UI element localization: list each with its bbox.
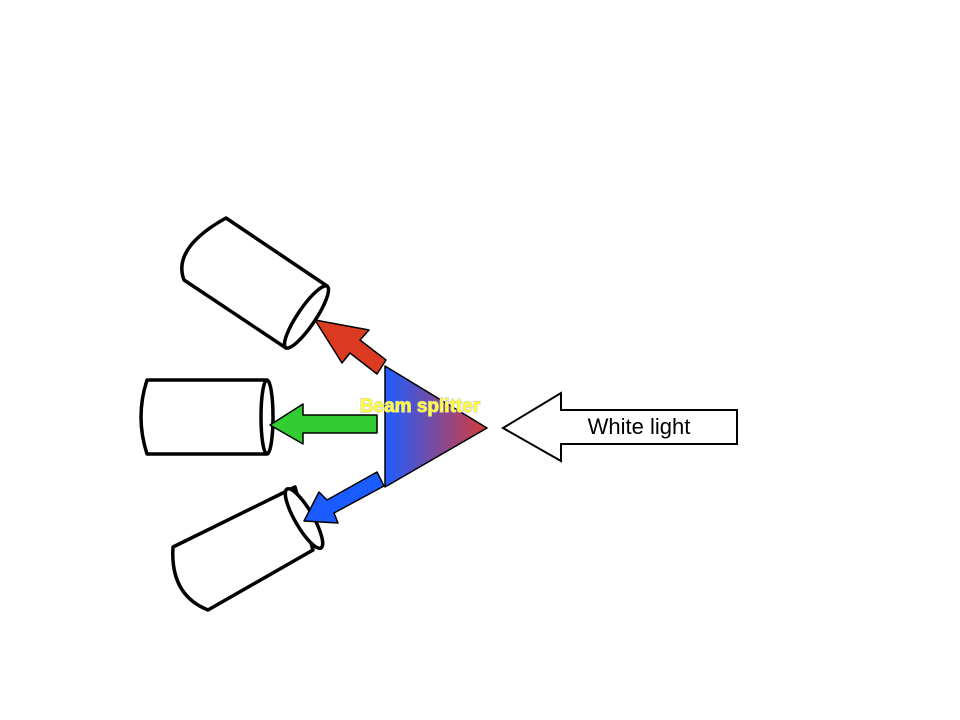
beam-splitter-label: Beam splitter	[360, 396, 481, 417]
camera-bottom-icon	[171, 485, 325, 612]
blue-beam-arrow	[303, 471, 385, 524]
red-beam-arrow	[314, 319, 387, 375]
white-light-arrow-icon	[501, 391, 738, 463]
camera-middle-icon	[139, 378, 275, 456]
green-beam-arrow	[269, 403, 378, 445]
beam-splitter-prism	[384, 365, 488, 488]
white-light-label: White light	[588, 414, 691, 439]
camera-top-icon	[180, 216, 331, 350]
